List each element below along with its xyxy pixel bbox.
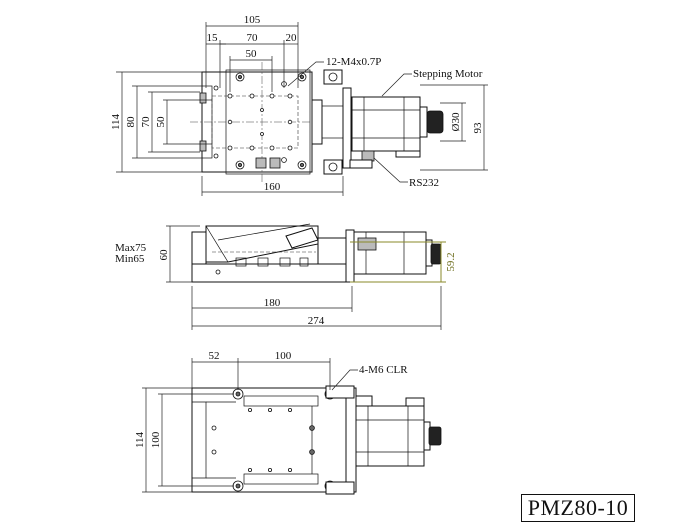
top-motor-foot (395, 150, 421, 158)
dim-side-motor-height: 59.2 (445, 252, 457, 271)
dim-top-hole-span: 70 (247, 32, 259, 44)
side-end-plate (345, 229, 355, 283)
bottom-motor-foot (405, 397, 425, 407)
bottom-end-block-lower (325, 481, 355, 495)
top-view: 105 15 70 20 50 160 114 80 70 50 Ø30 93 … (110, 14, 488, 196)
top-clamp-1 (255, 157, 267, 169)
dim-bottom-height-outer: 114 (134, 431, 146, 448)
dim-top-height-inner: 70 (140, 116, 152, 128)
side-connector (357, 237, 377, 251)
dim-bottom-hole-span: 100 (275, 350, 292, 362)
top-holes (213, 72, 307, 170)
dim-side-total-length: 274 (308, 315, 325, 327)
dim-top-overall-width: 105 (244, 14, 261, 26)
bottom-view: 52 100 114 100 4-M6 CLR (134, 350, 442, 495)
dim-side-height: 60 (158, 249, 170, 261)
top-motor-cap (419, 106, 428, 138)
model-label-box: PMZ80-10 (521, 494, 635, 522)
dim-bottom-height-inner: 100 (150, 431, 162, 448)
dim-side-height-max: Max75 (115, 242, 147, 254)
callout-stepping-motor: Stepping Motor (413, 68, 483, 80)
side-view: Max75 Min65 60 59.2 180 274 (115, 223, 457, 330)
dim-top-motor-diameter: Ø30 (450, 112, 462, 131)
dim-side-base-length: 180 (264, 297, 281, 309)
side-coupling (317, 237, 347, 265)
dim-top-height-small: 50 (155, 116, 167, 128)
bottom-base-plate (191, 387, 347, 493)
dim-top-length: 160 (264, 181, 281, 193)
top-left-block-lower (199, 140, 207, 152)
top-connector-plug (349, 159, 373, 169)
bottom-end-plate (345, 387, 357, 493)
dim-top-height-mid: 80 (125, 116, 137, 128)
dim-top-left-offset: 15 (207, 32, 219, 44)
callout-bottom-holes: 4-M6 CLR (359, 364, 408, 376)
dim-top-motor-height: 93 (472, 122, 484, 134)
bottom-top-slot (243, 395, 319, 407)
top-clamp-2 (269, 157, 281, 169)
dim-top-inner-span: 50 (246, 48, 258, 60)
dim-top-right-offset: 20 (286, 32, 298, 44)
top-end-plate (342, 87, 352, 169)
top-hidden-outline (211, 95, 299, 149)
bottom-knob-icon (428, 426, 442, 446)
side-left-block (191, 231, 207, 265)
top-knob-icon (426, 110, 444, 134)
top-left-block-upper (199, 92, 207, 104)
top-coupling-housing (311, 99, 323, 145)
top-dimensions (116, 22, 488, 196)
dim-side-height-min: Min65 (115, 253, 145, 265)
callout-top-holes: 12-M4x0.7P (326, 56, 381, 68)
callout-rs232: RS232 (409, 177, 439, 189)
dim-bottom-left-offset: 52 (209, 350, 220, 362)
bottom-bottom-slot (243, 473, 319, 485)
bottom-motor-body (355, 405, 425, 467)
bottom-holes (211, 407, 315, 472)
model-label: PMZ80-10 (527, 495, 629, 520)
top-motor-body (351, 96, 421, 152)
bottom-connector (355, 395, 373, 407)
side-knob-icon (430, 243, 442, 265)
dim-top-height-outer: 114 (110, 113, 122, 130)
